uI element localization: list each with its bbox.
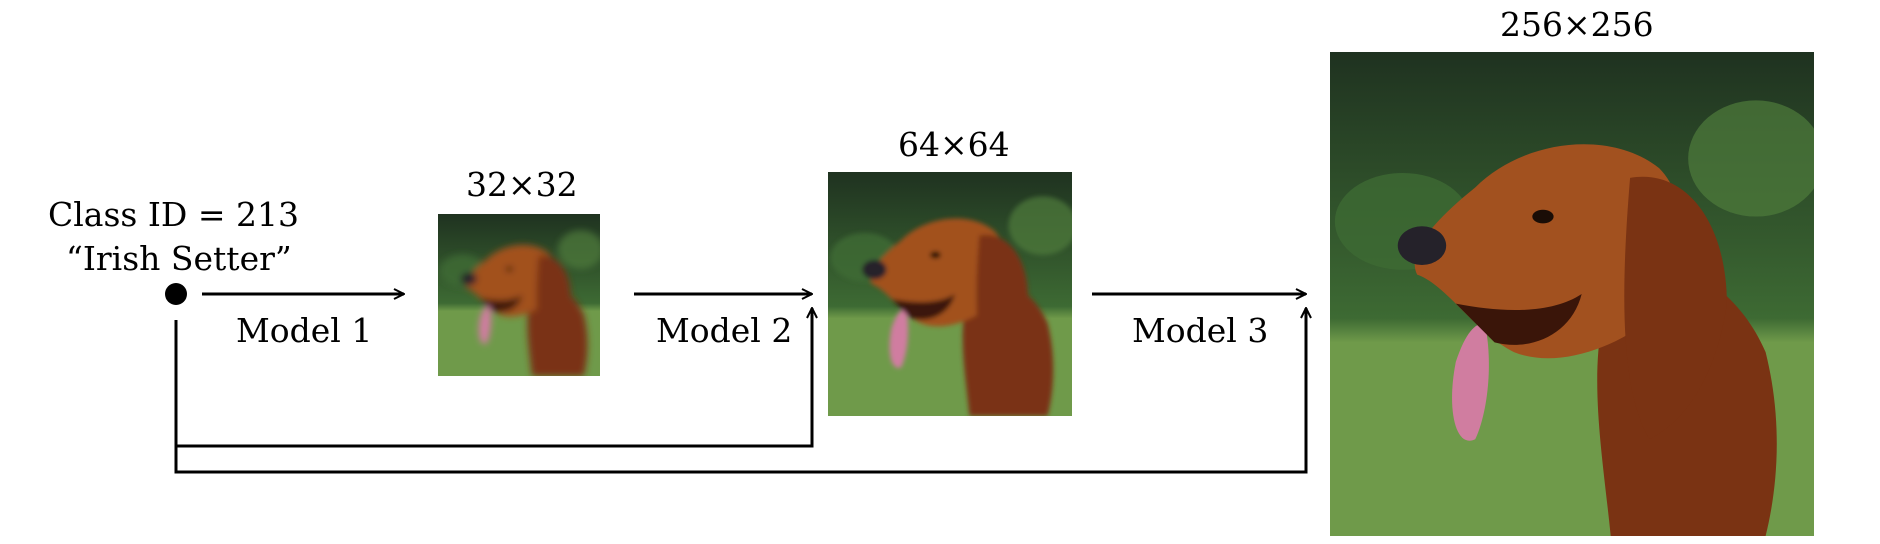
dog-image-32 (438, 214, 600, 376)
dog-image-256 (1330, 52, 1814, 536)
dog-picture (438, 214, 600, 376)
model-1-label: Model 1 (236, 311, 373, 350)
dog-picture (828, 172, 1072, 416)
resolution-64-label: 64×64 (898, 125, 1010, 164)
class-name-label: “Irish Setter” (66, 239, 292, 278)
model-3-label: Model 3 (1132, 311, 1269, 350)
model-2-label: Model 2 (656, 311, 793, 350)
class-id-label: Class ID = 213 (48, 195, 299, 234)
dog-image-64 (828, 172, 1072, 416)
resolution-32-label: 32×32 (466, 165, 578, 204)
class-skip-connection-to-model-2 (174, 308, 812, 448)
class-input-node (165, 283, 187, 305)
class-skip-connection-to-model-3 (174, 308, 1306, 474)
dog-picture (1330, 52, 1814, 536)
resolution-256-label: 256×256 (1500, 5, 1654, 44)
